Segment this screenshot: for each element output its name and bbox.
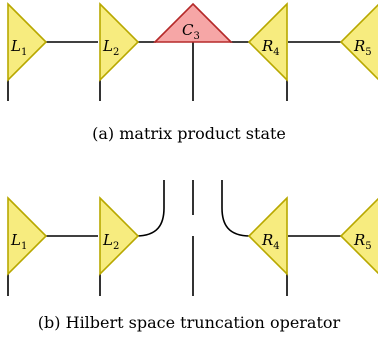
svg-text:R4: R4 bbox=[261, 231, 280, 252]
open-bond-right bbox=[221, 180, 251, 237]
tensor-b-l2: L2 bbox=[99, 196, 140, 276]
svg-text:L1: L1 bbox=[10, 231, 27, 252]
tensor-a-l2: L2 bbox=[99, 2, 140, 82]
svg-text:L1: L1 bbox=[10, 37, 27, 58]
tensor-b-r5: R5 bbox=[339, 197, 378, 275]
svg-text:R4: R4 bbox=[261, 37, 280, 58]
tensor-a-r4: R4 bbox=[247, 2, 288, 82]
tensor-a-r5: R5 bbox=[339, 3, 378, 81]
svg-text:L2: L2 bbox=[102, 37, 119, 58]
open-bond-left bbox=[135, 180, 165, 237]
svg-text:C3: C3 bbox=[182, 21, 200, 42]
tensor-a-c3: C3 bbox=[153, 2, 233, 43]
svg-text:R5: R5 bbox=[353, 37, 372, 58]
svg-text:L2: L2 bbox=[102, 231, 119, 252]
caption-b: (b) Hilbert space truncation operator bbox=[38, 313, 341, 332]
tensor-b-l1: L1 bbox=[7, 196, 48, 276]
tensor-a-l1: L1 bbox=[7, 2, 48, 82]
svg-text:R5: R5 bbox=[353, 231, 372, 252]
tensor-b-r4: R4 bbox=[247, 196, 288, 276]
panel-a: L1 L2 C3 R4 R5 (a) matrix product state bbox=[7, 2, 378, 143]
panel-b: L1 L2 R4 R5 (b) Hilbert space truncation… bbox=[7, 180, 378, 332]
caption-a: (a) matrix product state bbox=[92, 124, 286, 143]
